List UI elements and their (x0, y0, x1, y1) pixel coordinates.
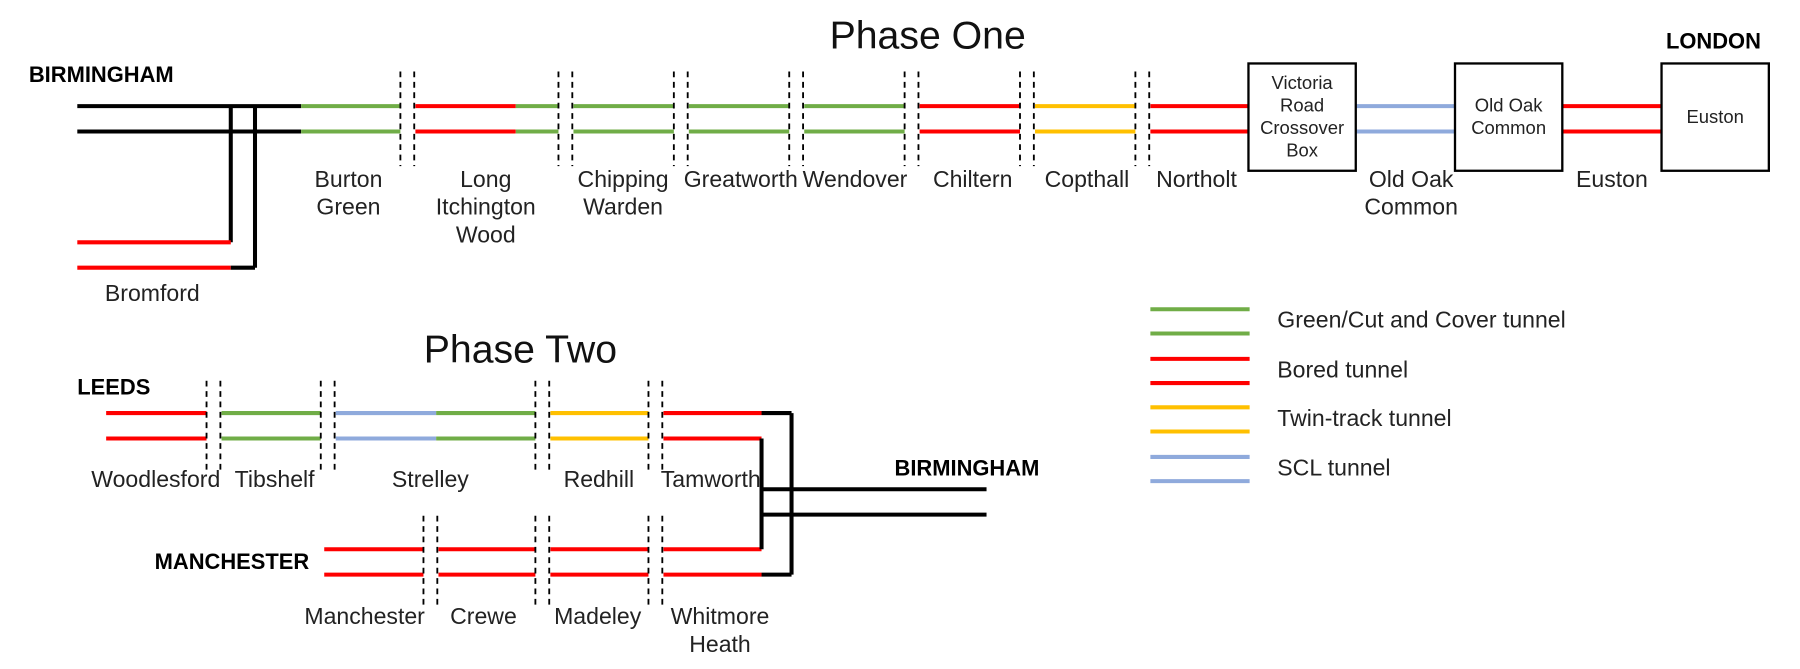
leeds-section-label-2: Strelley (392, 466, 469, 492)
legend-label-3: SCL tunnel (1277, 454, 1390, 480)
manchester-section-label-0: Manchester (304, 603, 425, 629)
phase-two-birmingham-label: BIRMINGHAM (895, 455, 1040, 480)
leeds-section-label-4: Tamworth (661, 466, 761, 492)
euston-box-label: Euston (1686, 106, 1743, 127)
london-label: LONDON (1666, 28, 1761, 53)
manchester-section-label-1: Crewe (450, 603, 517, 629)
phase-one-section-label-5: Chiltern (933, 166, 1012, 192)
birmingham-label: BIRMINGHAM (29, 62, 174, 87)
leeds-section-label-1: Tibshelf (235, 466, 315, 492)
leeds-section-label-0: Woodlesford (91, 466, 220, 492)
phase-one-section-label-9: Euston (1576, 166, 1648, 192)
old-oak-common-box (1453, 62, 1564, 172)
phase-two-title: Phase Two (424, 327, 617, 371)
manchester-section-label-2: Madeley (554, 603, 642, 629)
phase-one-section-label-3: Greatworth (684, 166, 798, 192)
victoria-road-crossover-box (1247, 62, 1357, 172)
manchester-label: MANCHESTER (155, 549, 310, 574)
phase-one-section-label-7: Northolt (1156, 166, 1237, 192)
bromford-label: Bromford (105, 280, 200, 306)
euston-box (1660, 62, 1770, 172)
legend-label-1: Bored tunnel (1277, 356, 1408, 382)
legend-label-0: Green/Cut and Cover tunnel (1277, 307, 1565, 333)
phase-one-title: Phase One (830, 13, 1026, 57)
legend-label-2: Twin-track tunnel (1277, 405, 1451, 431)
phase-one-section-label-6: Copthall (1045, 166, 1130, 192)
leeds-label: LEEDS (77, 375, 150, 400)
leeds-section-label-3: Redhill (564, 466, 635, 492)
phase-one-section-label-4: Wendover (803, 166, 908, 192)
